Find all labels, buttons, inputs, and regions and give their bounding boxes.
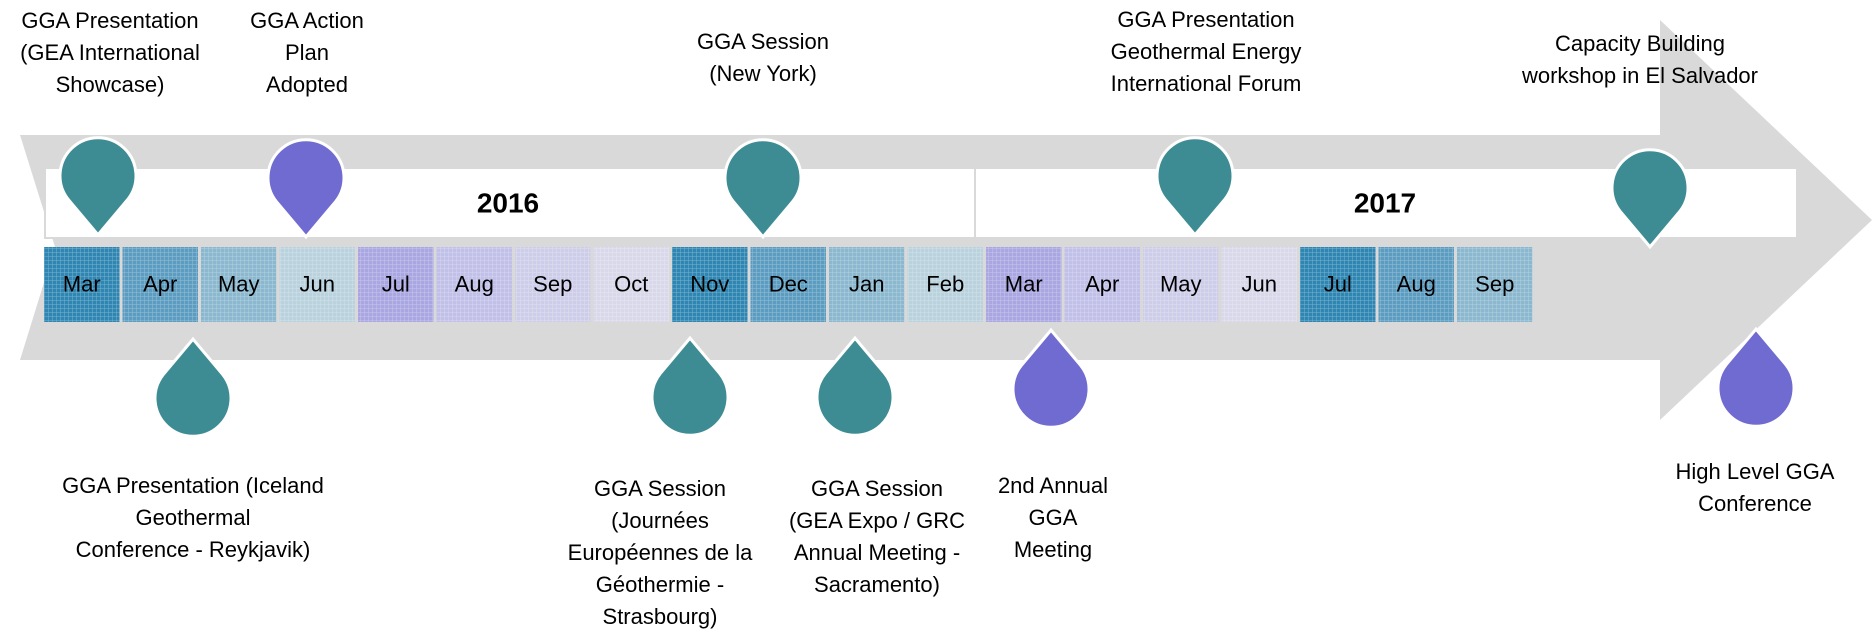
- month-label: May: [1160, 271, 1202, 296]
- month-cell-texture: [750, 247, 826, 322]
- month-cell-texture: [829, 247, 905, 322]
- month-label: Sep: [533, 271, 572, 296]
- month-cell-texture: [1300, 247, 1376, 322]
- month-cell-texture: [201, 247, 277, 322]
- month-cell-texture: [1221, 247, 1297, 322]
- month-label: Jul: [382, 271, 410, 296]
- month-cell-texture: [122, 247, 198, 322]
- month-cell-texture: [593, 247, 669, 322]
- event-label: Capacity Building workshop in El Salvado…: [1521, 31, 1758, 88]
- month-cell-texture: [279, 247, 355, 322]
- month-cell-texture: [436, 247, 512, 322]
- month-label: Mar: [1005, 271, 1043, 296]
- month-cell-texture: [1143, 247, 1219, 322]
- event-label: 2nd Annual GGA Meeting: [997, 473, 1109, 562]
- event-label: GGA Presentation (GEA International Show…: [20, 8, 200, 97]
- month-cell-texture: [986, 247, 1062, 322]
- month-label: May: [218, 271, 260, 296]
- event-marker-teal: [58, 136, 138, 238]
- month-cell-texture: [358, 247, 434, 322]
- event-marker-purple: [1011, 327, 1091, 429]
- month-cell-texture: [515, 247, 591, 322]
- month-label: Oct: [614, 271, 648, 296]
- month-label: Apr: [1085, 271, 1119, 296]
- month-cell-texture: [1378, 247, 1454, 322]
- month-label: Aug: [455, 271, 494, 296]
- month-cell-texture: [1457, 247, 1533, 322]
- event-marker-purple: [1716, 326, 1796, 428]
- event-marker-teal: [723, 138, 803, 240]
- month-label: Jun: [300, 271, 335, 296]
- month-label: Mar: [63, 271, 101, 296]
- month-cell-texture: [672, 247, 748, 322]
- month-label: Feb: [926, 271, 964, 296]
- event-label: GGA Session (GEA Expo / GRC Annual Meeti…: [788, 476, 966, 597]
- month-label: Jun: [1242, 271, 1277, 296]
- month-label: Jul: [1324, 271, 1352, 296]
- event-marker-teal: [815, 335, 895, 437]
- event-label: GGA Session (Journées Européennes de la …: [567, 476, 753, 629]
- event-label: GGA Action Plan Adopted: [250, 8, 364, 97]
- event-marker-purple: [266, 138, 346, 240]
- month-cell-texture: [1064, 247, 1140, 322]
- event-label: High Level GGA Conference: [1675, 459, 1835, 516]
- month-label: Dec: [769, 271, 808, 296]
- month-cell-texture: [44, 247, 120, 322]
- month-label: Jan: [849, 271, 884, 296]
- event-marker-teal: [1155, 136, 1235, 238]
- month-label: Nov: [690, 271, 729, 296]
- month-row: Mar Apr May Jun Jul Aug Sep Oct Nov Dec Jan Feb Mar A…: [44, 247, 1533, 322]
- event-marker-teal: [1610, 148, 1690, 250]
- month-label: Sep: [1475, 271, 1514, 296]
- event-label: GGA Presentation (Iceland Geothermal Con…: [62, 473, 324, 562]
- month-cell-texture: [907, 247, 983, 322]
- event-markers: [58, 136, 1796, 438]
- event-label: GGA Presentation Geothermal Energy Inter…: [1110, 7, 1302, 96]
- event-marker-teal: [153, 336, 233, 438]
- year-label-2016: 2016: [477, 187, 539, 218]
- month-label: Aug: [1397, 271, 1436, 296]
- event-label: GGA Session (New York): [696, 29, 830, 86]
- month-label: Apr: [143, 271, 177, 296]
- year-label-2017: 2017: [1354, 187, 1416, 218]
- event-marker-teal: [650, 335, 730, 437]
